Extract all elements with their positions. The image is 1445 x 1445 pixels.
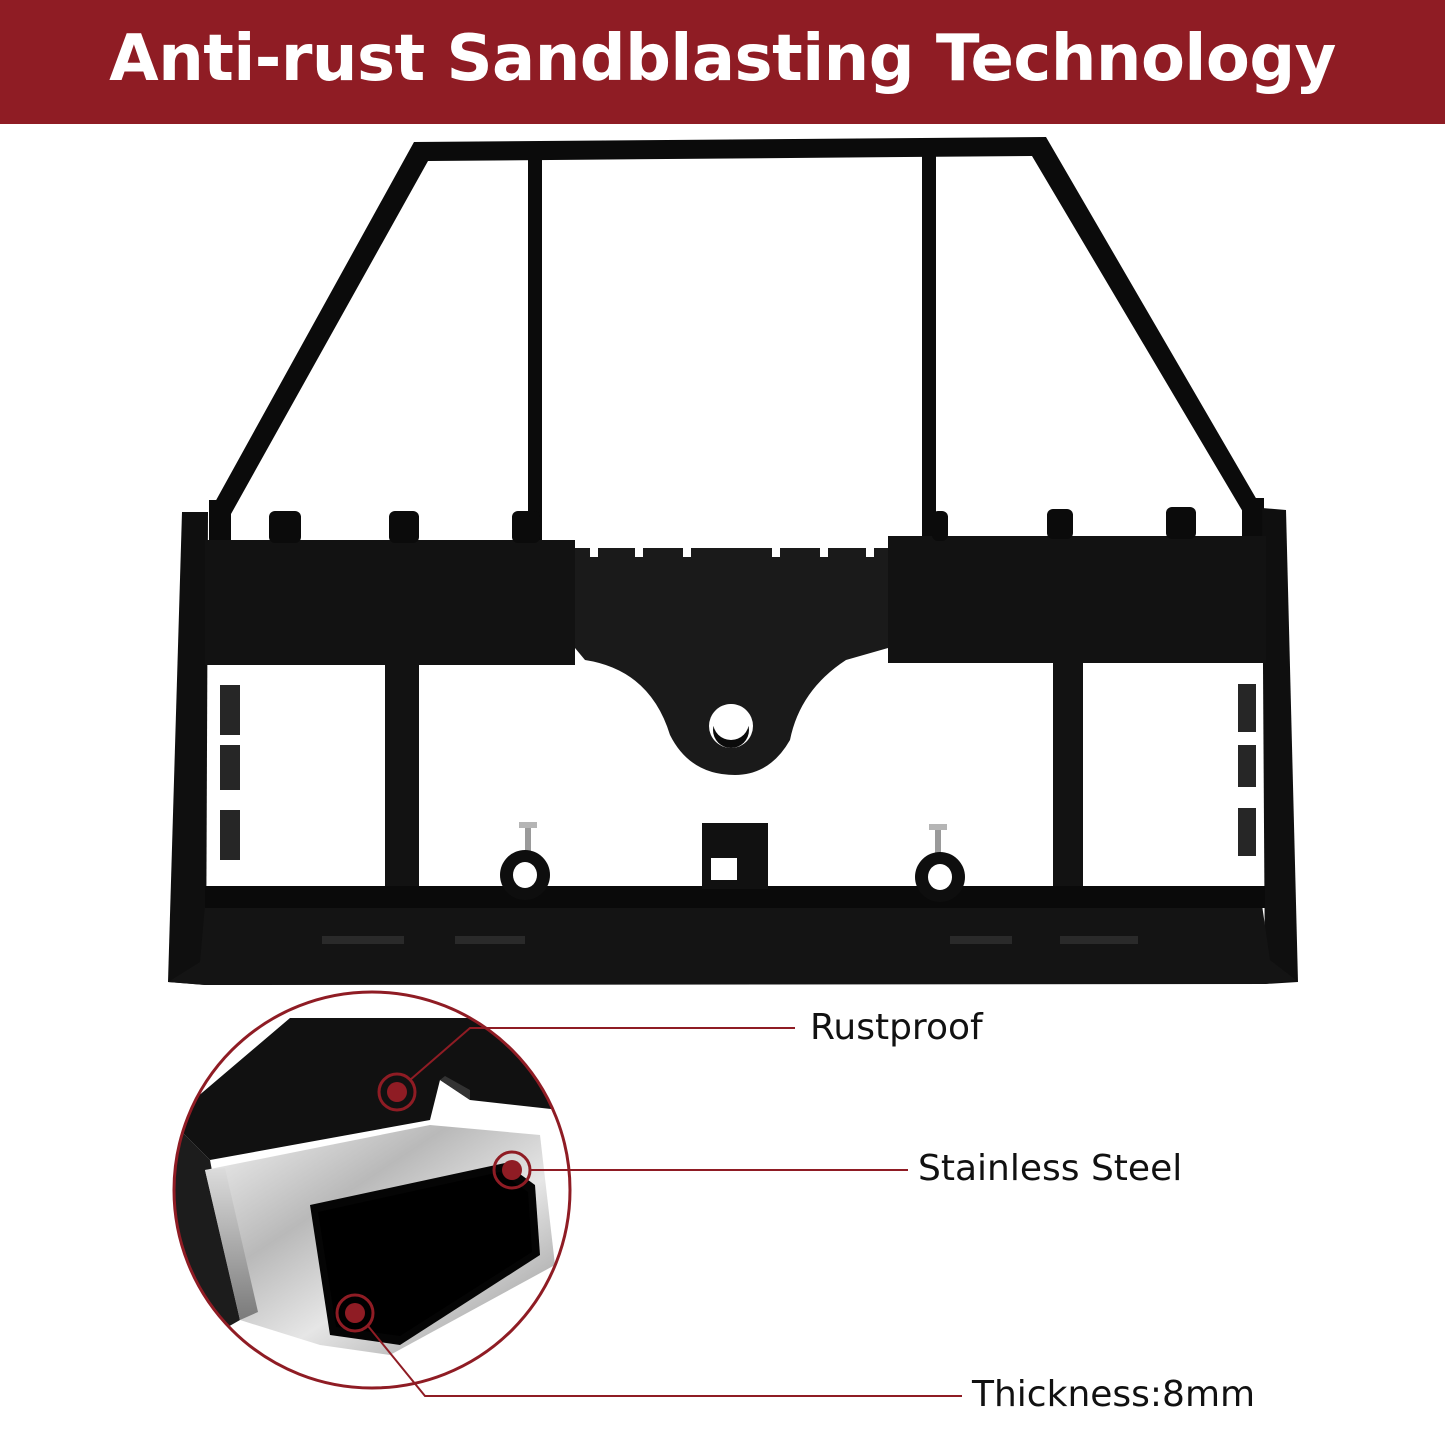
guard-bar-left (528, 146, 542, 542)
bottom-beam (168, 888, 1296, 985)
banner-title: Anti-rust Sandblasting Technology (109, 22, 1336, 96)
label-thickness: Thickness:8mm (972, 1374, 1256, 1415)
magnified-detail (172, 990, 572, 1390)
receiver-hitch (702, 823, 768, 889)
label-stainless-steel: Stainless Steel (918, 1148, 1183, 1189)
top-beam-right (888, 536, 1266, 663)
magnifier-ring (172, 990, 572, 1390)
label-rustproof: Rustproof (810, 1007, 983, 1048)
upright-right (1053, 663, 1083, 903)
pin-tube-right (915, 824, 965, 902)
callout-rustproof (377, 1027, 795, 1112)
side-plate-left (168, 512, 208, 985)
callout-thickness (335, 1293, 962, 1397)
upright-left (385, 664, 419, 904)
title-banner: Anti-rust Sandblasting Technology (0, 0, 1445, 124)
top-beam-left (205, 540, 575, 665)
guard-bar-right (922, 144, 936, 540)
callout-stainless-steel (492, 1150, 908, 1190)
center-hitch-plate (575, 548, 888, 775)
pin-tube-left (500, 822, 550, 900)
guard-frame-outer (209, 137, 1264, 514)
side-plate-right (1262, 508, 1298, 984)
pallet-fork-frame (168, 137, 1298, 985)
